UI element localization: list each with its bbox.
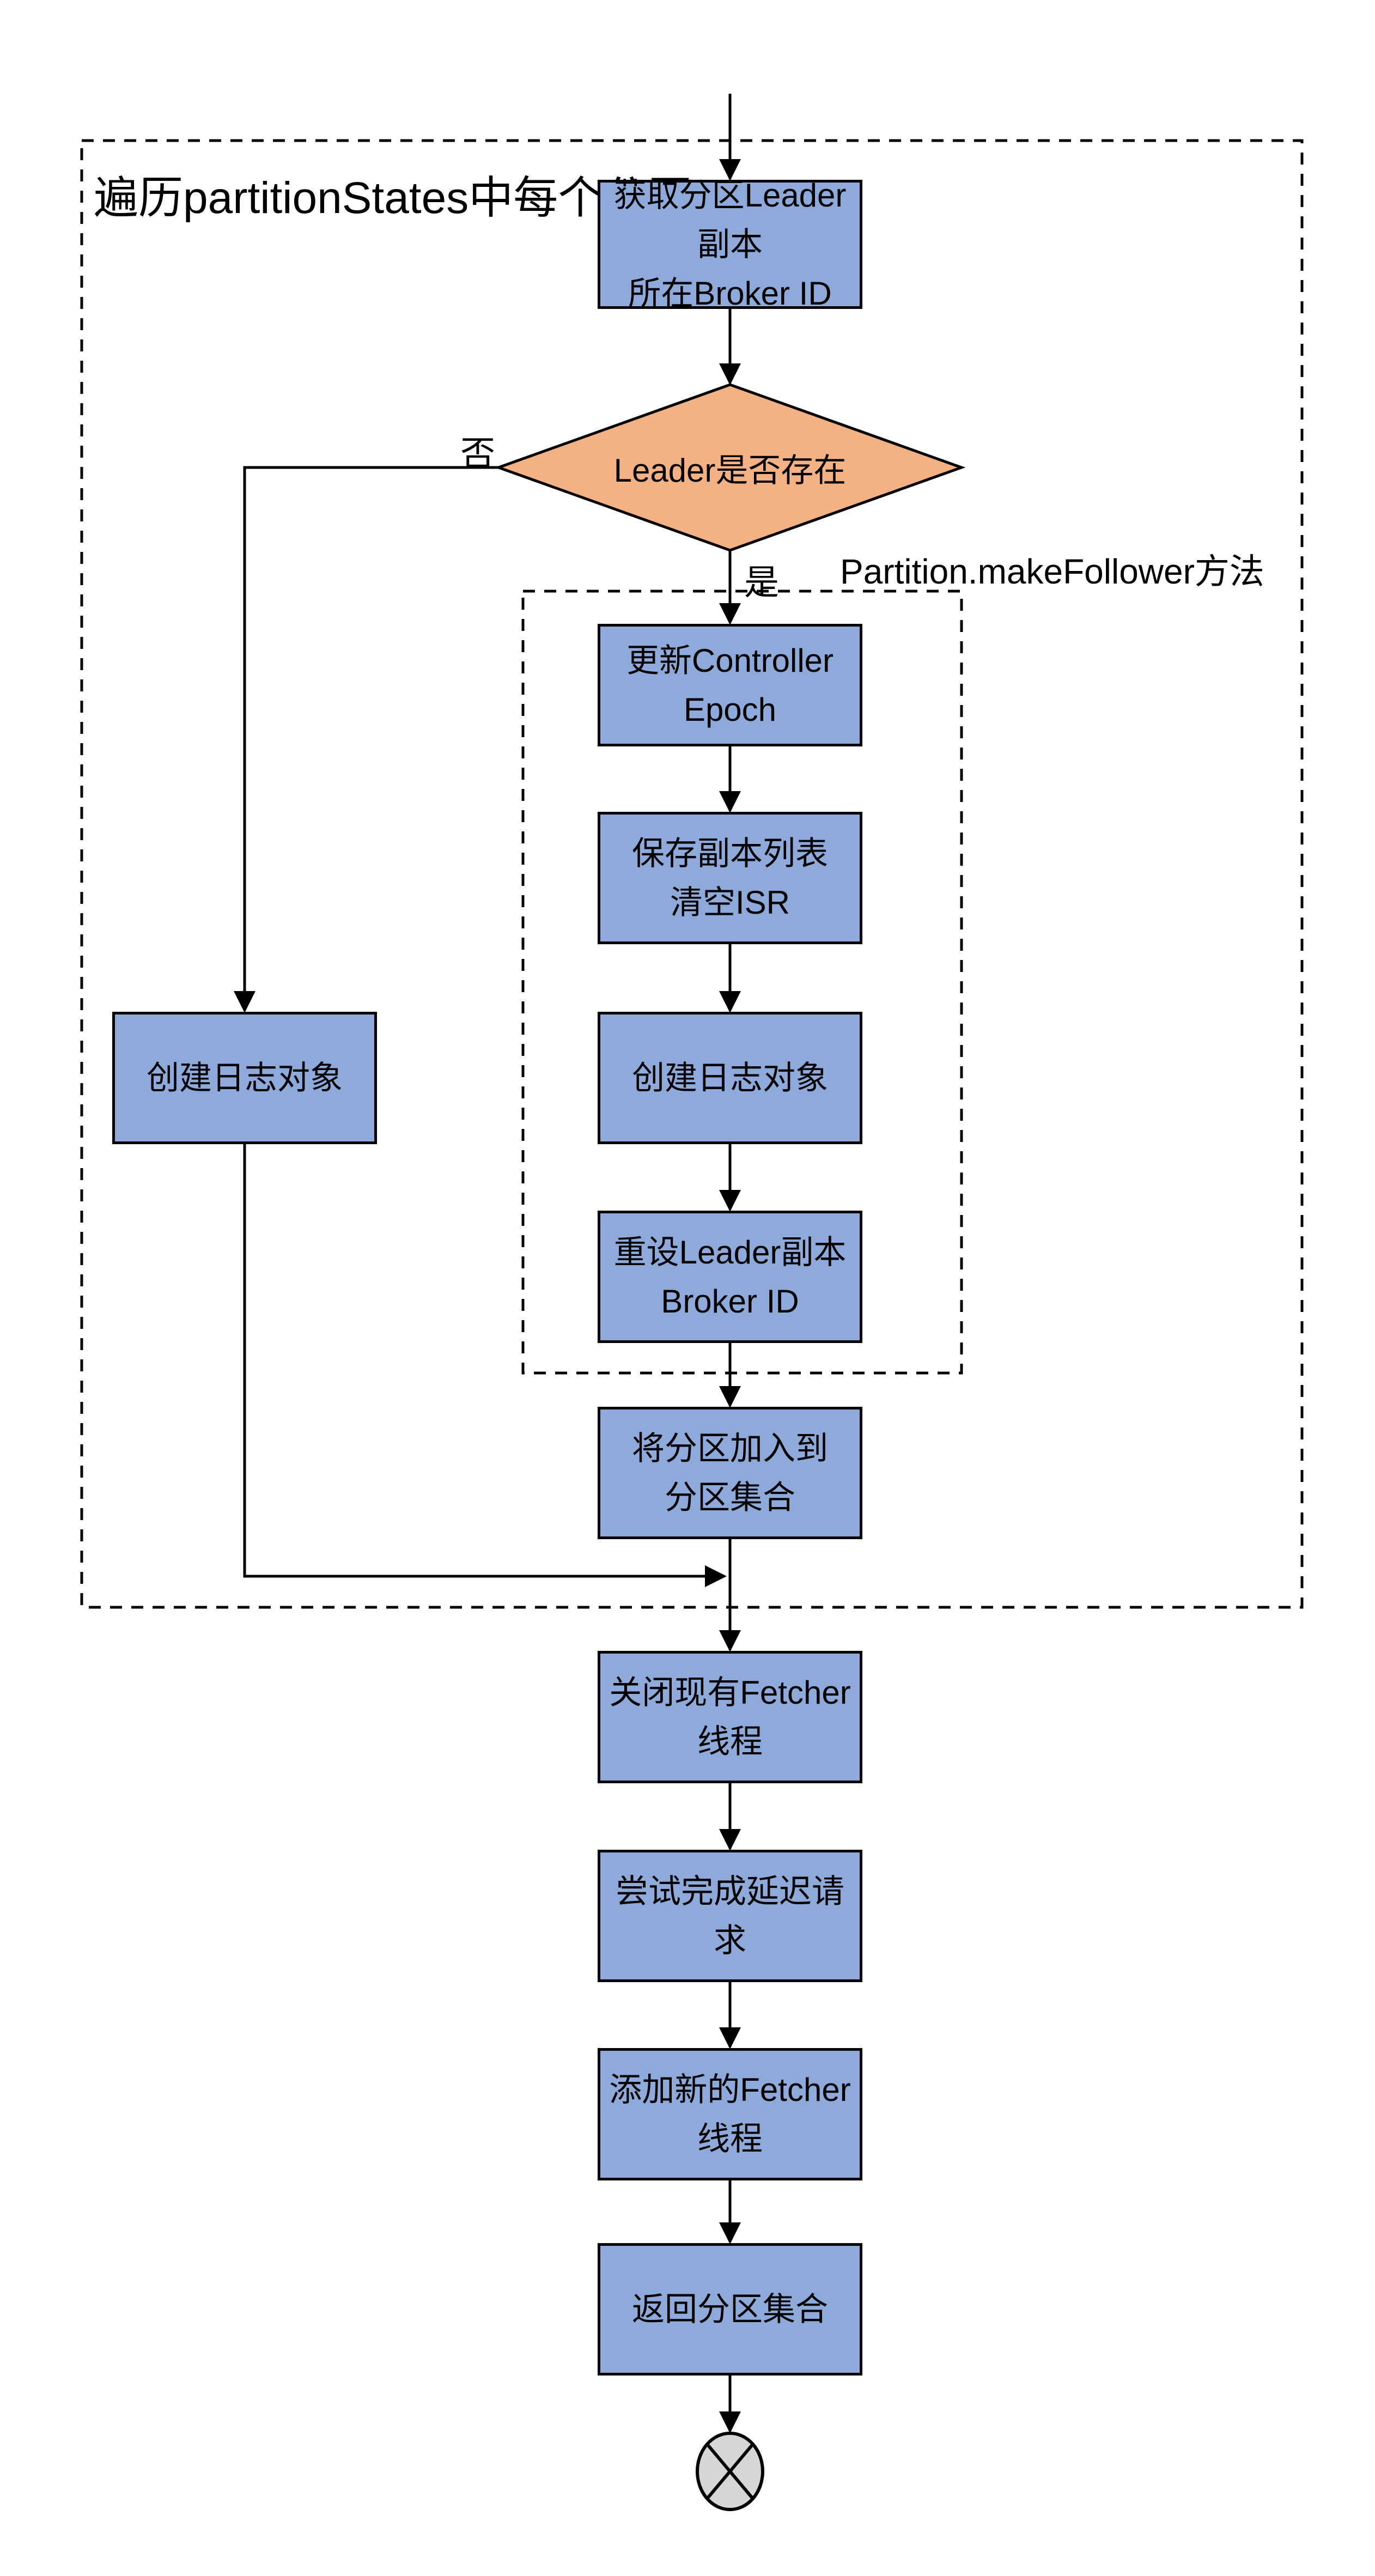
end-terminator-x-stroke-2 xyxy=(705,2443,755,2500)
node-leader-exists-decision: Leader是否存在 xyxy=(613,452,847,489)
outer-loop-label: 遍历partitionStates中每个分区 xyxy=(94,173,692,223)
node-create-log-object-follower: 创建日志对象 xyxy=(598,1012,862,1144)
node-save-replica-list-clear-isr: 保存副本列表 清空ISR xyxy=(598,812,862,944)
node-reset-leader-broker-id: 重设Leader副本 Broker ID xyxy=(598,1211,862,1343)
node-update-controller-epoch: 更新Controller Epoch xyxy=(598,624,862,746)
outer-loop-boundary xyxy=(80,139,1304,1609)
node-return-partition-set: 返回分区集合 xyxy=(598,2243,862,2375)
connector-no-branch-merge xyxy=(243,1144,727,1587)
decision-diamond xyxy=(494,383,966,552)
inner-make-follower-label: Partition.makeFollower方法 xyxy=(840,552,1264,591)
node-get-leader-broker-id: 获取分区Leader副本 所在Broker ID xyxy=(598,177,862,312)
node-close-existing-fetchers: 关闭现有Fetcher线程 xyxy=(598,1651,862,1783)
node-try-complete-delayed-requests: 尝试完成延迟请求 xyxy=(598,1850,862,1982)
node-add-partition-to-set: 将分区加入到 分区集合 xyxy=(598,1407,862,1539)
branch-label-no: 否 xyxy=(460,434,495,473)
node-create-log-object-no-leader: 创建日志对象 xyxy=(112,1012,377,1144)
node-add-new-fetchers: 添加新的Fetcher线程 xyxy=(598,2048,862,2180)
branch-label-yes: 是 xyxy=(744,563,779,602)
inner-make-follower-boundary xyxy=(521,590,963,1375)
connector-no-branch xyxy=(234,466,498,1013)
